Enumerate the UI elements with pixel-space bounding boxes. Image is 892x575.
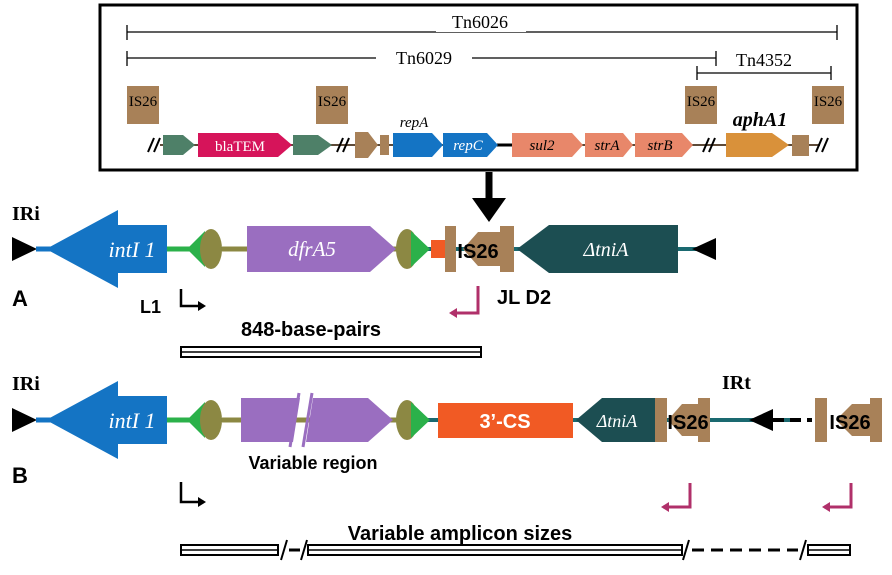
panel-a-iri-terminator [12,237,37,261]
panel-b-irt-label: IRt [722,372,751,394]
is26-label-1: IS26 [129,94,158,110]
tn6029-label: Tn6029 [396,48,452,68]
panel-b-iri-label: IRi [12,373,40,395]
repc-label: repC [453,138,483,154]
panel-a-inti1-gene [46,210,167,288]
panel-a-is26-label: IS26 [457,241,498,263]
panel-a-is26-element [463,232,500,266]
panel-b-inti1-label: intI 1 [108,408,155,433]
insertion-arrow [472,172,506,222]
tn4352-label: Tn4352 [736,50,792,70]
panel-b-irt-terminator [749,409,773,431]
panel-a: IRi intI 1 dfrA5 IS26 ΔtniA A L1 [12,203,716,358]
is26-box-4 [812,86,844,124]
panel-a-inti1-label: intI 1 [108,237,155,262]
panel-a-3cs-fragment [431,240,446,258]
panel-a-irt-terminator [692,238,716,260]
strb-gene [635,133,693,157]
panel-b-is26-left-label: IS26 [667,412,708,434]
panel-a-atti1-site [200,229,222,269]
panel-b-amplicon-bar [180,539,851,561]
panel-b-3cs-label: 3’-CS [479,411,530,433]
blatem-label: blaTEM [215,139,265,155]
is26-label-2: IS26 [318,94,347,110]
small-gene-arrow-2 [293,135,332,155]
panel-b-variable-region-label: Variable region [248,453,377,473]
panel-b-tnia-gene [576,398,655,442]
panel-a-tnia-label: ΔtniA [582,239,629,261]
panel-a-l1-label: L1 [140,297,161,317]
panel-b-primer-right [824,483,853,509]
small-gene-arrow-1 [163,135,195,155]
panel-b-iri-terminator [12,408,37,432]
panel-a-amplicon-label: 848-base-pairs [241,319,381,341]
apha1-gene [726,133,789,157]
tn6026-label: Tn6026 [452,12,508,32]
panel-b-is26-right-label: IS26 [829,412,870,434]
panel-a-dfra5-label: dfrA5 [288,237,336,261]
panel-b-primer-left [663,483,692,509]
repa-gene [393,133,443,157]
sul2-gene [512,133,583,157]
panel-a-tnia-gene [517,225,678,273]
is26-box-3 [685,86,717,124]
panel-b-tnia-label: ΔtniA [596,411,639,431]
is-end-block-2 [792,135,809,156]
panel-b-l1-primer [179,482,204,504]
is-end-block [380,135,389,155]
inset-border [98,3,859,172]
panel-a-l1-primer [179,289,204,308]
strb-label: strB [647,138,672,154]
panel-b-is26-left-element [668,404,698,436]
panel-b-variable-gene-left [241,398,300,442]
panel-b-letter: B [12,463,28,488]
panel-b-inti1-gene [46,381,167,459]
stra-label: strA [594,138,620,154]
apha1-label: aphA1 [733,109,787,131]
panel-a-dfra5-gene [247,226,396,272]
panel-a-letter: A [12,286,28,311]
is-fragment [355,132,378,158]
panel-b-amplicon-label: Variable amplicon sizes [348,523,573,545]
panel-a-jld2-primer [451,286,480,315]
is26-box-2 [316,86,348,124]
inset-transposon-map: Tn6026 Tn6029 Tn4352 IS26 IS26 IS26 IS26 [98,3,859,172]
panel-b-is26-right-element [836,404,870,436]
panel-b-3cs-segment [438,403,573,438]
break-marks [147,137,829,153]
is26-box-1 [127,86,159,124]
sul2-label: sul2 [529,138,555,154]
blatem-gene [198,133,292,157]
panel-b-atti1-site [200,400,222,440]
panel-a-iri-label: IRi [12,203,40,225]
panel-b-variable-gene-right [306,398,393,442]
repc-gene [443,133,498,157]
is26-label-3: IS26 [687,94,716,110]
repa-label: repA [400,115,429,131]
panel-b: IRi intI 1 Variable region 3’-CS ΔtniA I… [12,372,882,561]
stra-gene [585,133,633,157]
is26-label-4: IS26 [814,94,843,110]
panel-a-jld2-label: JL D2 [497,287,551,309]
